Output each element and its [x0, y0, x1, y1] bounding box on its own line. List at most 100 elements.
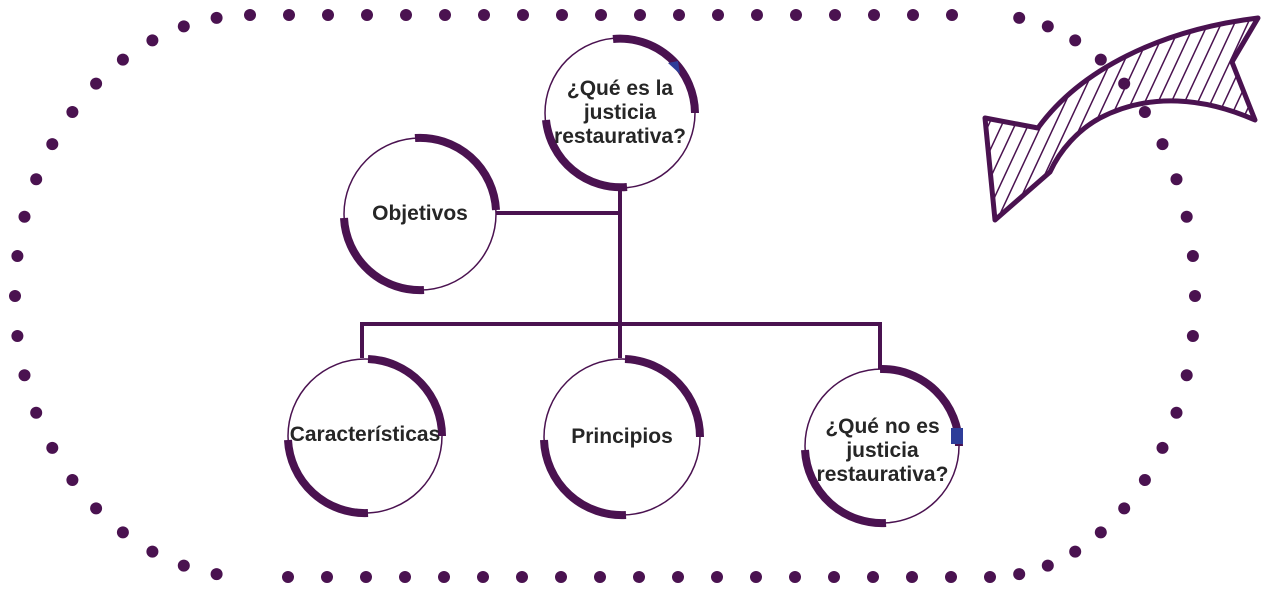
border-dot [595, 9, 607, 21]
border-dot [906, 571, 918, 583]
border-dot [244, 9, 256, 21]
border-dot [9, 290, 21, 302]
node-objetivos-arc-top [414, 133, 500, 211]
node-no-es-arc-bottom [801, 449, 887, 528]
border-dot [1170, 406, 1183, 419]
border-dot [712, 9, 724, 21]
border-dot [322, 9, 334, 21]
border-dot [517, 9, 529, 21]
border-dot [1138, 106, 1151, 118]
node-principios [540, 355, 704, 520]
border-dot [210, 568, 223, 581]
border-dot [946, 9, 958, 21]
border-dot [146, 34, 159, 47]
border-dot [361, 9, 373, 21]
border-dot [146, 545, 159, 558]
border-dot [90, 502, 103, 515]
border-dot [556, 9, 568, 21]
border-dot [438, 571, 450, 583]
border-dot [30, 406, 43, 419]
border-dot [1186, 250, 1199, 262]
border-dot [790, 9, 802, 21]
node-caracteristicas-label: Características [289, 423, 441, 446]
border-dot [594, 571, 606, 583]
border-dot [116, 53, 129, 66]
border-dot [984, 571, 996, 583]
border-dot [1041, 559, 1054, 572]
border-dot [1180, 369, 1193, 382]
border-dot [360, 571, 372, 583]
connector-lines [360, 190, 882, 370]
curved-arrow-icon [982, 15, 1261, 223]
border-dot [399, 571, 411, 583]
border-dot [1189, 290, 1201, 302]
border-dot [18, 369, 31, 382]
border-dot [477, 571, 489, 583]
node-root-arc-bottom [542, 119, 628, 192]
border-dot [555, 571, 567, 583]
border-dot [711, 571, 723, 583]
border-dot [828, 571, 840, 583]
border-dot [1069, 34, 1082, 47]
border-dot [11, 250, 24, 262]
border-dot [210, 11, 223, 24]
border-dot [633, 571, 645, 583]
border-dot [321, 571, 333, 583]
node-root-label: ¿Qué es la justicia restaurativa? [554, 77, 686, 148]
border-dot [46, 138, 59, 151]
node-objetivos [340, 133, 500, 295]
node-caracteristicas-arc-top [367, 355, 446, 437]
node-objetivos-arc-bottom [340, 217, 425, 295]
border-dot [829, 9, 841, 21]
border-dot [1094, 526, 1107, 539]
border-dot [907, 9, 919, 21]
border-dot [672, 571, 684, 583]
border-dot [1094, 53, 1107, 66]
border-dot [66, 106, 79, 118]
border-dot [46, 441, 59, 454]
node-no-es [801, 364, 963, 528]
node-caracteristicas-arc-bottom [284, 439, 369, 518]
border-dot [400, 9, 412, 21]
node-principios-arc-top [624, 355, 704, 438]
node-root [542, 34, 699, 192]
node-principios-arc-bottom [540, 439, 627, 520]
node-root-accent [668, 61, 680, 74]
border-dot [868, 9, 880, 21]
border-dot [282, 571, 294, 583]
border-dot [1041, 20, 1054, 33]
border-dot [177, 20, 190, 33]
border-dot [516, 571, 528, 583]
border-dot [177, 559, 190, 572]
border-dot [1180, 210, 1193, 223]
border-dot [116, 526, 129, 539]
border-dot [1156, 138, 1169, 151]
node-objetivos-label: Objetivos [372, 202, 468, 225]
border-dot [673, 9, 685, 21]
border-dot [945, 571, 957, 583]
border-dot [634, 9, 646, 21]
border-dot [1186, 330, 1199, 342]
border-dot [30, 173, 43, 186]
border-dot [478, 9, 490, 21]
border-dot [1013, 11, 1026, 24]
border-dot [66, 474, 79, 486]
node-root-arc-top [612, 34, 699, 114]
border-dot [751, 9, 763, 21]
border-dot [439, 9, 451, 21]
border-dot [1118, 502, 1131, 515]
border-dot [283, 9, 295, 21]
border-dot [1013, 568, 1026, 581]
node-no-es-label: ¿Qué no es justicia restaurativa? [816, 415, 949, 486]
border-dot [1069, 545, 1082, 558]
border-dot [1156, 441, 1169, 454]
border-dot [18, 210, 31, 223]
border-dot [11, 330, 24, 342]
node-principios-label: Principios [571, 425, 673, 448]
border-dot [90, 77, 103, 90]
border-dot [750, 571, 762, 583]
border-dot [867, 571, 879, 583]
border-dot [1138, 474, 1151, 486]
border-dot [1170, 173, 1183, 186]
